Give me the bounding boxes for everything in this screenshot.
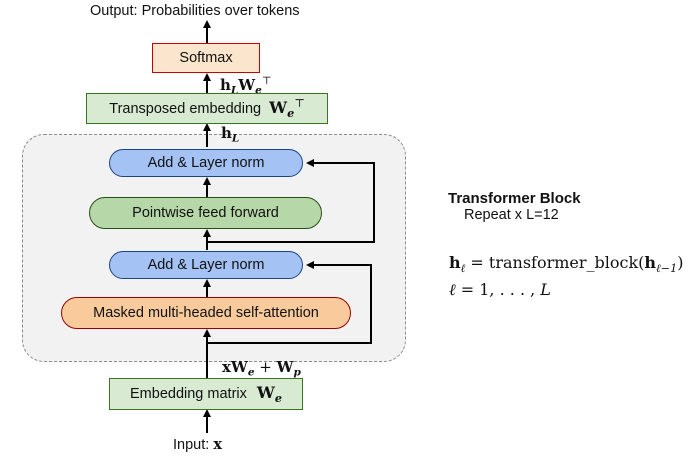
feed-forward-node: Pointwise feed forward — [89, 197, 322, 229]
equation-transformer-block: hℓ = transformer_block(hℓ−1) — [449, 253, 684, 275]
residual-connection-1 — [207, 261, 372, 344]
transposed-embedding-math: We⊤ — [269, 96, 305, 121]
block-legend-subtitle: Repeat x L=12 — [464, 207, 559, 223]
feed-forward-label: Pointwise feed forward — [132, 205, 279, 221]
block-legend-title: Transformer Block — [448, 190, 581, 207]
residual-connection-2 — [207, 159, 375, 243]
output-label: Output: Probabilities over tokens — [90, 3, 300, 19]
add-layer-norm-top: Add & Layer norm — [109, 149, 303, 177]
transposed-embedding-label: Transposed embedding — [109, 100, 262, 117]
embedding-matrix-label: Embedding matrix — [130, 386, 247, 402]
embedding-matrix-node: Embedding matrix We — [109, 378, 303, 410]
hidden-final-edge-label: hL — [221, 124, 240, 145]
add-layer-norm-top-label: Add & Layer norm — [147, 155, 265, 171]
self-attention-node: Masked multi-headed self-attention — [61, 297, 351, 329]
input-embedding-edge-label: xWe + Wp — [222, 358, 301, 379]
softmax-node: Softmax — [152, 43, 260, 73]
add-layer-norm-bottom-label: Add & Layer norm — [147, 257, 265, 273]
softmax-label: Softmax — [179, 50, 233, 66]
embedding-matrix-math: We — [256, 383, 282, 405]
self-attention-label: Masked multi-headed self-attention — [93, 305, 319, 321]
input-label: Input: x — [173, 436, 222, 453]
equation-layer-range: ℓ = 1, . . . , L — [449, 280, 551, 299]
add-layer-norm-bottom: Add & Layer norm — [109, 251, 303, 279]
logits-edge-label: hLWe⊤ — [220, 75, 272, 97]
transposed-embedding-node: Transposed embedding We⊤ — [86, 93, 328, 124]
